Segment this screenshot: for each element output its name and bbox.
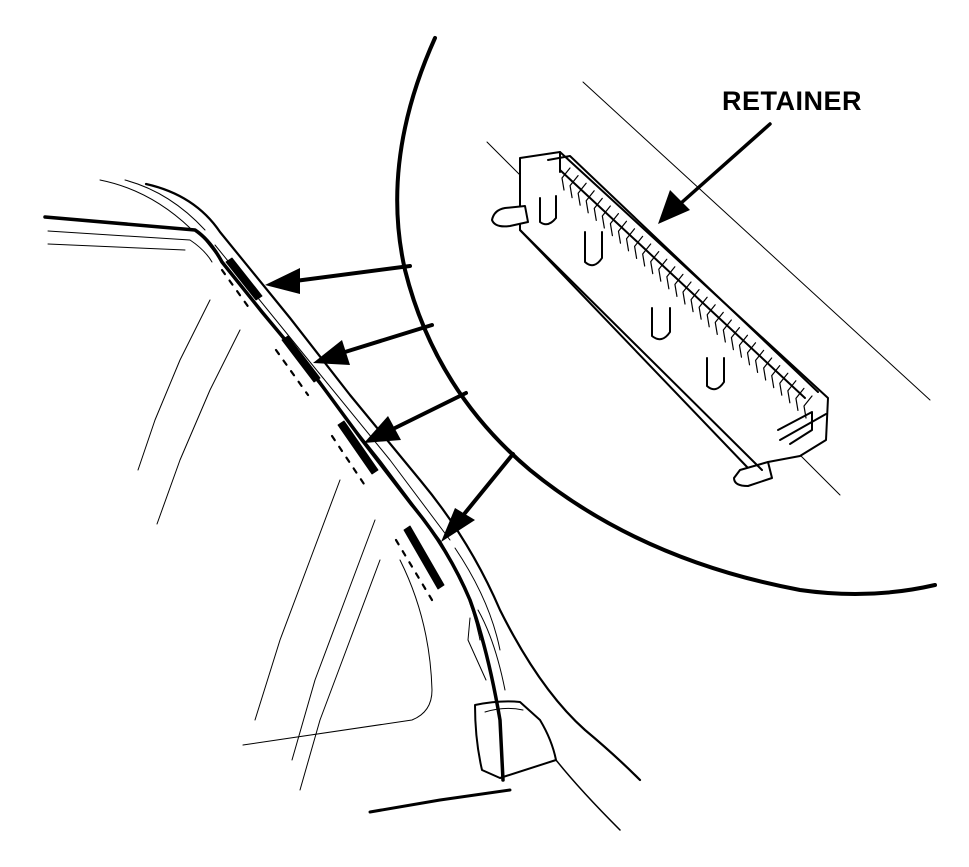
arrow-1 [293, 264, 412, 283]
retainer-tooth [609, 213, 619, 237]
retainer-tooth [666, 266, 676, 290]
retainer-tooth [569, 175, 579, 199]
pillar-retainer-2 [281, 335, 321, 383]
retainer-tooth [617, 220, 628, 244]
retainer-tooth [706, 304, 716, 328]
retainer-tooth [577, 182, 587, 206]
arrow-heads [265, 268, 475, 542]
retainer-tooth [755, 349, 765, 373]
retainer-tooth [795, 387, 805, 411]
pillar-outer-edge [144, 182, 642, 782]
retainer-tooth [593, 197, 603, 221]
arrow-2 [343, 323, 434, 354]
retainer-tooth [779, 372, 789, 396]
retainer-label: RETAINER [722, 86, 863, 116]
retainer-tooth [634, 235, 644, 259]
retainer-tooth [585, 190, 595, 214]
arrow-3 [393, 391, 468, 430]
retainer-tooth [690, 289, 700, 313]
retainer-part [491, 151, 829, 487]
retainer-tooth [561, 167, 571, 191]
retainer-leader-head [658, 190, 690, 224]
pillar-retainers [225, 257, 445, 590]
retainer-tooth [787, 380, 797, 404]
retainer-tooth [682, 281, 692, 305]
retainer-tooth [714, 311, 724, 335]
windshield-pillar [43, 179, 642, 831]
roof-edge [43, 215, 505, 782]
retainer-tooth [763, 357, 773, 381]
detail-circle [395, 36, 937, 596]
retainer-tooth [746, 342, 757, 366]
retainer-tooth [803, 395, 813, 419]
pillar-retainer-4 [403, 525, 445, 590]
retainer-teeth [561, 167, 813, 419]
retainer-tooth [730, 327, 740, 351]
retainer-tooth [674, 273, 684, 297]
callout-arrows [293, 264, 515, 515]
retainer-tooth [771, 365, 781, 389]
retainer-tooth [698, 296, 708, 320]
retainer-tooth [642, 243, 652, 267]
retainer-tooth [738, 334, 749, 358]
pillar-retainer-3 [337, 420, 379, 475]
pillar-retainer-1 [225, 257, 263, 301]
retainer-leader [678, 122, 772, 206]
retainer-tooth [658, 258, 668, 282]
retainer-tooth [650, 251, 660, 275]
retainer-tooth [625, 228, 636, 252]
retainer-tooth [722, 319, 732, 343]
pillar-holes [220, 268, 434, 602]
arrow-4 [463, 452, 515, 515]
retainer-tooth [601, 205, 611, 229]
